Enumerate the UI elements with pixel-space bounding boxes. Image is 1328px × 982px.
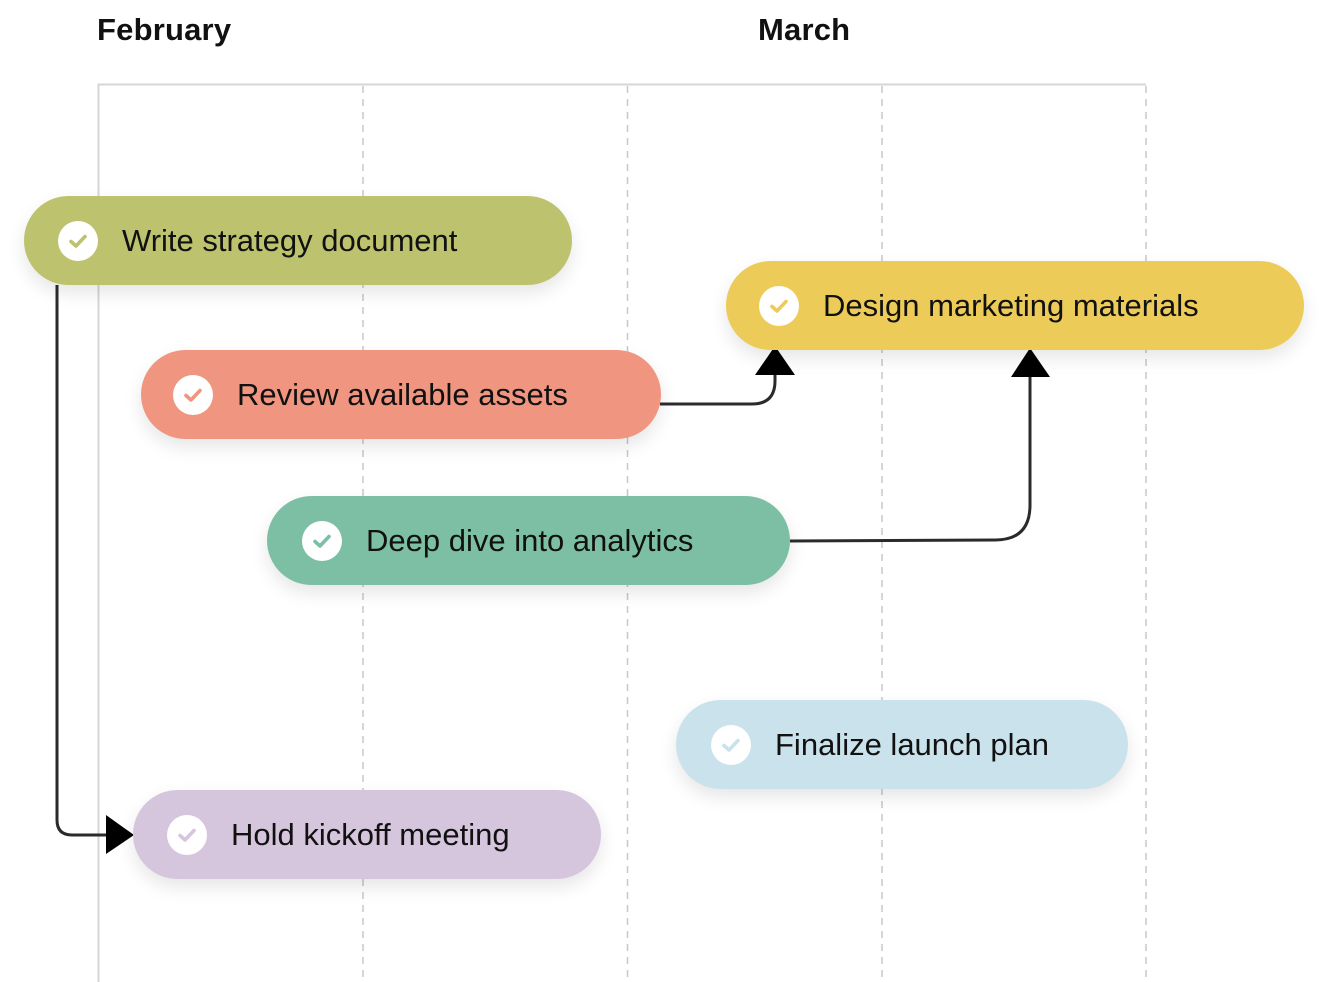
check-circle-icon[interactable] <box>173 374 213 415</box>
task-bar-review-available-assets[interactable]: Review available assets <box>141 350 661 439</box>
task-label: Finalize launch plan <box>775 726 1050 762</box>
check-circle-icon[interactable] <box>759 285 799 326</box>
month-label-february: February <box>97 12 232 47</box>
task-label: Hold kickoff meeting <box>231 816 510 852</box>
task-bar-write-strategy-document[interactable]: Write strategy document <box>24 196 572 285</box>
task-bar-deep-dive-into-analytics[interactable]: Deep dive into analytics <box>267 496 790 585</box>
task-label: Deep dive into analytics <box>366 522 694 558</box>
check-circle-icon[interactable] <box>302 520 342 561</box>
task-label: Design marketing materials <box>823 287 1199 323</box>
month-label-march: March <box>758 12 851 47</box>
task-label: Review available assets <box>237 376 568 412</box>
task-bar-finalize-launch-plan[interactable]: Finalize launch plan <box>676 700 1128 789</box>
task-label: Write strategy document <box>122 222 458 258</box>
check-circle-icon[interactable] <box>711 724 751 765</box>
check-circle-icon[interactable] <box>167 814 207 855</box>
task-bar-design-marketing-materials[interactable]: Design marketing materials <box>726 261 1304 350</box>
check-circle-icon[interactable] <box>58 220 98 261</box>
task-bar-hold-kickoff-meeting[interactable]: Hold kickoff meeting <box>133 790 601 879</box>
